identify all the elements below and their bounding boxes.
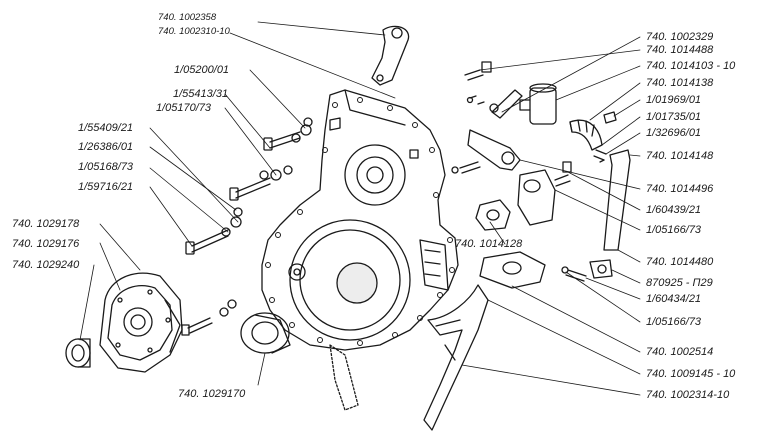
part-label-1-05200-01: 1/05200/01 [174, 64, 230, 76]
part-label-1-05166-73-lower: 1/05166/73 [646, 316, 702, 328]
part-label-1-55413-31: 1/55413/31 [173, 88, 229, 100]
seal-large [240, 312, 291, 354]
part-label-1-01969-01: 1/01969/01 [646, 94, 702, 106]
part-label-740-1009145-10: 740. 1009145 - 10 [646, 368, 736, 380]
cover-screws [181, 299, 237, 336]
part-label-1-59716-21: 1/59716/21 [78, 181, 134, 193]
gaskets [329, 284, 489, 431]
housing [261, 89, 459, 351]
part-label-740-1014148: 740. 1014148 [646, 150, 714, 162]
part-label-740-1002329: 740. 1002329 [646, 31, 714, 43]
part-label-1-05166-73-upper: 1/05166/73 [646, 224, 702, 236]
part-label-1-60439-21: 1/60439/21 [646, 204, 702, 216]
bracket-lever [371, 25, 410, 86]
part-label-740-1002314-10: 740. 1002314-10 [646, 389, 730, 401]
part-label-1-60434-21: 1/60434/21 [646, 293, 702, 305]
part-label-740-1029240: 740. 1029240 [12, 259, 80, 271]
part-label-740-1029178: 740. 1029178 [12, 218, 80, 230]
part-label-740-1014128: 740. 1014128 [455, 238, 523, 250]
part-label-740-1014103-10: 740. 1014103 - 10 [646, 60, 736, 72]
seal-small [65, 338, 91, 368]
part-label-1-05170-73: 1/05170/73 [156, 102, 212, 114]
leader-lines [79, 21, 641, 396]
fittings-right [451, 61, 631, 289]
part-label-740-1029176: 740. 1029176 [12, 238, 80, 250]
part-label-740-1002514: 740. 1002514 [646, 346, 714, 358]
part-label-740-1014480: 740. 1014480 [646, 256, 714, 268]
part-label-740-1002358: 740. 1002358 [158, 12, 217, 23]
part-label-740-1002310-10: 740. 1002310-10 [158, 26, 230, 37]
side-cover [99, 272, 183, 373]
part-label-1-26386-01: 1/26386/01 [78, 141, 134, 153]
bolts-left [185, 117, 313, 255]
part-label-740-1014496: 740. 1014496 [646, 183, 714, 195]
part-label-1-05168-73: 1/05168/73 [78, 161, 134, 173]
part-label-740-1014138: 740. 1014138 [646, 77, 714, 89]
part-label-1-55409-21: 1/55409/21 [78, 122, 134, 134]
part-label-740-1014488: 740. 1014488 [646, 44, 714, 56]
part-label-1-32696-01: 1/32696/01 [646, 127, 702, 139]
part-label-740-1029170: 740. 1029170 [178, 388, 246, 400]
part-label-870925-p29: 870925 - П29 [646, 277, 713, 289]
part-label-1-01735-01: 1/01735/01 [646, 111, 702, 123]
